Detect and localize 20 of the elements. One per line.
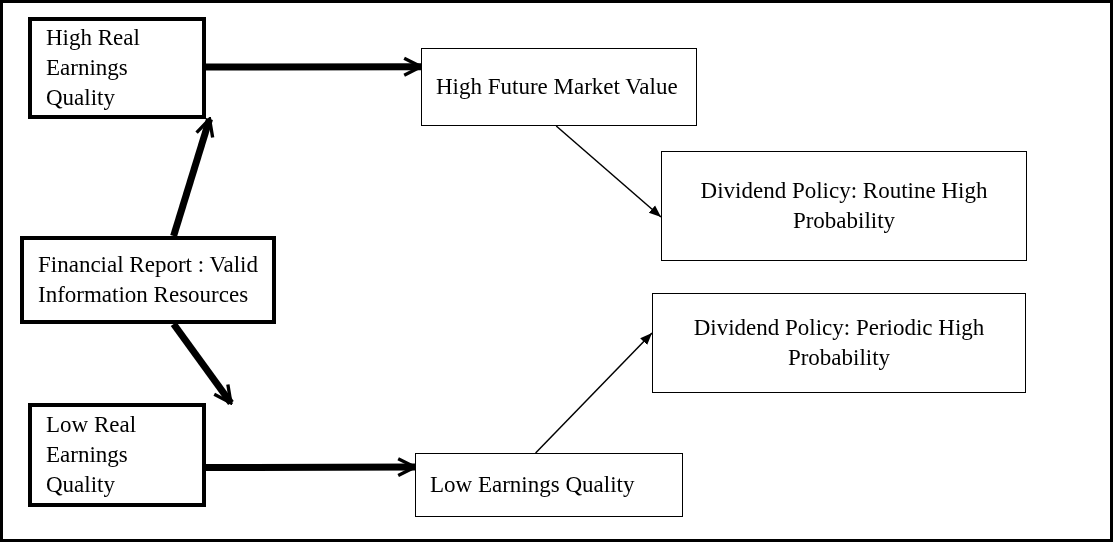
box-text: Low Earnings Quality: [430, 471, 635, 500]
process-box: [28, 17, 206, 119]
box-text: High Future Market Value: [436, 73, 678, 102]
arrow: [534, 332, 653, 454]
arrow: [206, 457, 417, 478]
process-box: [20, 236, 276, 324]
box-text: Dividend Policy: Routine High Probability: [699, 177, 989, 235]
box-text: Dividend Policy: Periodic High Probability: [692, 314, 986, 372]
box-text: Low Real Earnings Quality: [46, 411, 138, 499]
process-box: [661, 151, 1027, 261]
process-box: [652, 293, 1026, 393]
arrow: [555, 125, 662, 218]
process-box: [415, 453, 683, 517]
process-box: [28, 403, 206, 507]
process-box: [421, 48, 697, 126]
box-text: Financial Report : Valid Information Resources: [38, 251, 258, 309]
arrow: [170, 117, 215, 238]
arrow: [170, 321, 234, 406]
box-text: High Real Earnings Quality: [46, 24, 141, 112]
arrow: [206, 56, 423, 77]
